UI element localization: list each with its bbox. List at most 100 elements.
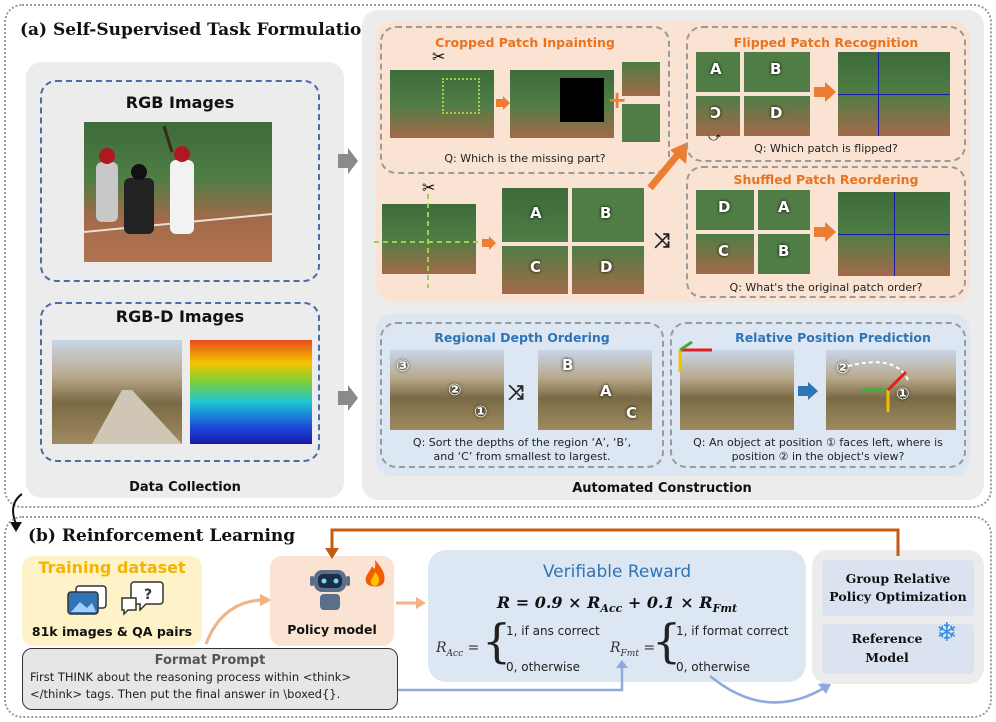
- r-acc-label: RAcc =: [436, 640, 480, 659]
- snowflake-icon: ❄: [936, 618, 958, 648]
- format-prompt-line-1: First THINK about the reasoning process …: [30, 670, 352, 684]
- feedback-arrow: [325, 528, 900, 559]
- r-acc-brace: {: [482, 614, 512, 668]
- svg-text:?: ?: [144, 587, 152, 603]
- verifiable-reward-title: Verifiable Reward: [542, 562, 692, 582]
- reward-equation: R = 0.9 × RAcc + 0.1 × RFmt: [496, 593, 738, 616]
- black-mask: [560, 78, 604, 122]
- reference-model-box: [822, 624, 974, 674]
- section-b-frame: [4, 516, 992, 718]
- patch-c: C: [502, 246, 568, 294]
- shuffled-patch-box: [686, 166, 966, 298]
- depth-question-line-1: Q: Sort the depths of the region ‘A’, ‘B…: [412, 436, 632, 449]
- relative-position-box: [670, 322, 966, 468]
- section-a-frame: [4, 4, 992, 508]
- patch-b: B: [572, 188, 644, 242]
- crop-source-image: [390, 70, 494, 138]
- position-overlay: [847, 361, 909, 412]
- flip-result-image: [838, 52, 950, 136]
- shuffled-patch-title: Shuffled Patch Reordering: [733, 172, 919, 187]
- rgbd-images-title: RGB-D Images: [115, 307, 245, 326]
- rgb-park-image: [52, 340, 182, 444]
- format-prompt-line-2: </think> tags. Then put the final answer…: [30, 687, 341, 701]
- r-fmt-label: RFmt =: [610, 640, 656, 659]
- fire-icon: [365, 560, 385, 587]
- rgb-images-box: [40, 80, 320, 282]
- r-fmt-case-2: 0, otherwise: [676, 660, 751, 674]
- reference-line-2: Model: [865, 650, 909, 665]
- patch-a: A: [502, 188, 568, 242]
- qa-bubble-icon: ?: [121, 581, 164, 616]
- r-acc-case-2: 0, otherwise: [506, 660, 581, 674]
- crop-region-outline: [442, 78, 480, 114]
- blue-arrow: [798, 382, 818, 400]
- patch-d: D: [572, 246, 644, 294]
- position-source-image: [680, 350, 794, 430]
- r-fmt-case-1: 1, if format correct: [676, 624, 789, 638]
- robot-icon: [310, 570, 350, 610]
- flip-patch-a: A: [696, 52, 740, 92]
- policy-to-reward-arrow: [396, 597, 426, 609]
- orange-arrow-2: [482, 236, 496, 250]
- section-b-title: (b) Reinforcement Learning: [28, 526, 296, 546]
- automated-construction-caption: Automated Construction: [572, 481, 752, 496]
- reward-to-grpo-arrow: [709, 675, 832, 704]
- training-to-policy-arrow: [204, 594, 272, 645]
- r-fmt-brace: {: [652, 614, 682, 668]
- prompt-to-format-arrow: [398, 660, 628, 692]
- r-acc-case-1: 1, if ans correct: [506, 624, 600, 638]
- reference-line-1: Reference: [851, 631, 923, 646]
- split-guide-lines: [374, 194, 490, 288]
- shuf-patch-b: B: [758, 234, 810, 274]
- flipped-patch-box: [686, 26, 966, 162]
- orange-arrow-4: [814, 222, 836, 242]
- grpo-line-2: Policy Optimization: [829, 589, 967, 604]
- flip-patch-d: D: [744, 96, 810, 136]
- rgbd-images-box: [40, 302, 320, 462]
- shuf-patch-d: D: [696, 190, 754, 230]
- cropped-question: Q: Which is the missing part?: [444, 152, 606, 165]
- scissors-icon-2: ✂: [422, 178, 436, 197]
- depth-map-image: [190, 340, 312, 444]
- orange-arrow-3: [814, 82, 836, 102]
- gray-arrow-bottom: [338, 385, 358, 411]
- grid-line-h: [838, 234, 950, 235]
- depth-target-image: B A C: [538, 350, 652, 430]
- training-dataset-title: Training dataset: [38, 558, 186, 577]
- shuf-patch-a: A: [758, 190, 810, 230]
- shuf-patch-c: C: [696, 234, 754, 274]
- depth-ordering-box: [380, 322, 664, 468]
- grpo-box: [822, 560, 974, 616]
- option-patch-bottom: [622, 104, 660, 142]
- image-stack-icon: [67, 585, 107, 615]
- flip-patch-b: B: [744, 52, 810, 92]
- park-path-drawing: [92, 390, 182, 444]
- orange-diagonal-arrow: [647, 142, 688, 191]
- relative-position-title: Relative Position Prediction: [735, 330, 931, 345]
- shuf-result-image: [838, 192, 950, 276]
- policy-model-caption: Policy model: [287, 622, 377, 637]
- training-dataset-caption: 81k images & QA pairs: [31, 624, 193, 639]
- cropped-patch-title: Cropped Patch Inpainting: [435, 35, 615, 50]
- format-prompt-box: [22, 648, 398, 710]
- section-a-title: (a) Self-Supervised Task Formulation: [20, 20, 374, 40]
- baseball-players-drawing: [84, 125, 272, 234]
- flip-patch-c: C: [696, 96, 740, 136]
- gray-arrow-top: [338, 148, 358, 174]
- position-question-line-2: position ② in the object's view?: [731, 450, 905, 463]
- crop-masked-image: [510, 70, 614, 138]
- training-dataset-box: [22, 556, 202, 646]
- scissors-icon: ✂: [432, 47, 446, 66]
- orange-arrow-1: [496, 96, 510, 110]
- grpo-line-1: Group Relative: [845, 571, 951, 586]
- rgb-images-title: RGB Images: [125, 93, 235, 112]
- cropped-patch-box: [380, 26, 670, 174]
- rgb-baseball-image: [84, 122, 272, 262]
- position-question-line-1: Q: An object at position ① faces left, w…: [693, 436, 943, 449]
- position-target-image: ② ①: [826, 350, 956, 430]
- flipped-question: Q: Which patch is flipped?: [754, 142, 898, 155]
- shuffle-icon: ⤨: [654, 228, 670, 252]
- option-patch-top: [622, 62, 660, 96]
- shuffled-question: Q: What's the original patch order?: [729, 281, 923, 294]
- axis-gizmo-icon: [678, 340, 712, 372]
